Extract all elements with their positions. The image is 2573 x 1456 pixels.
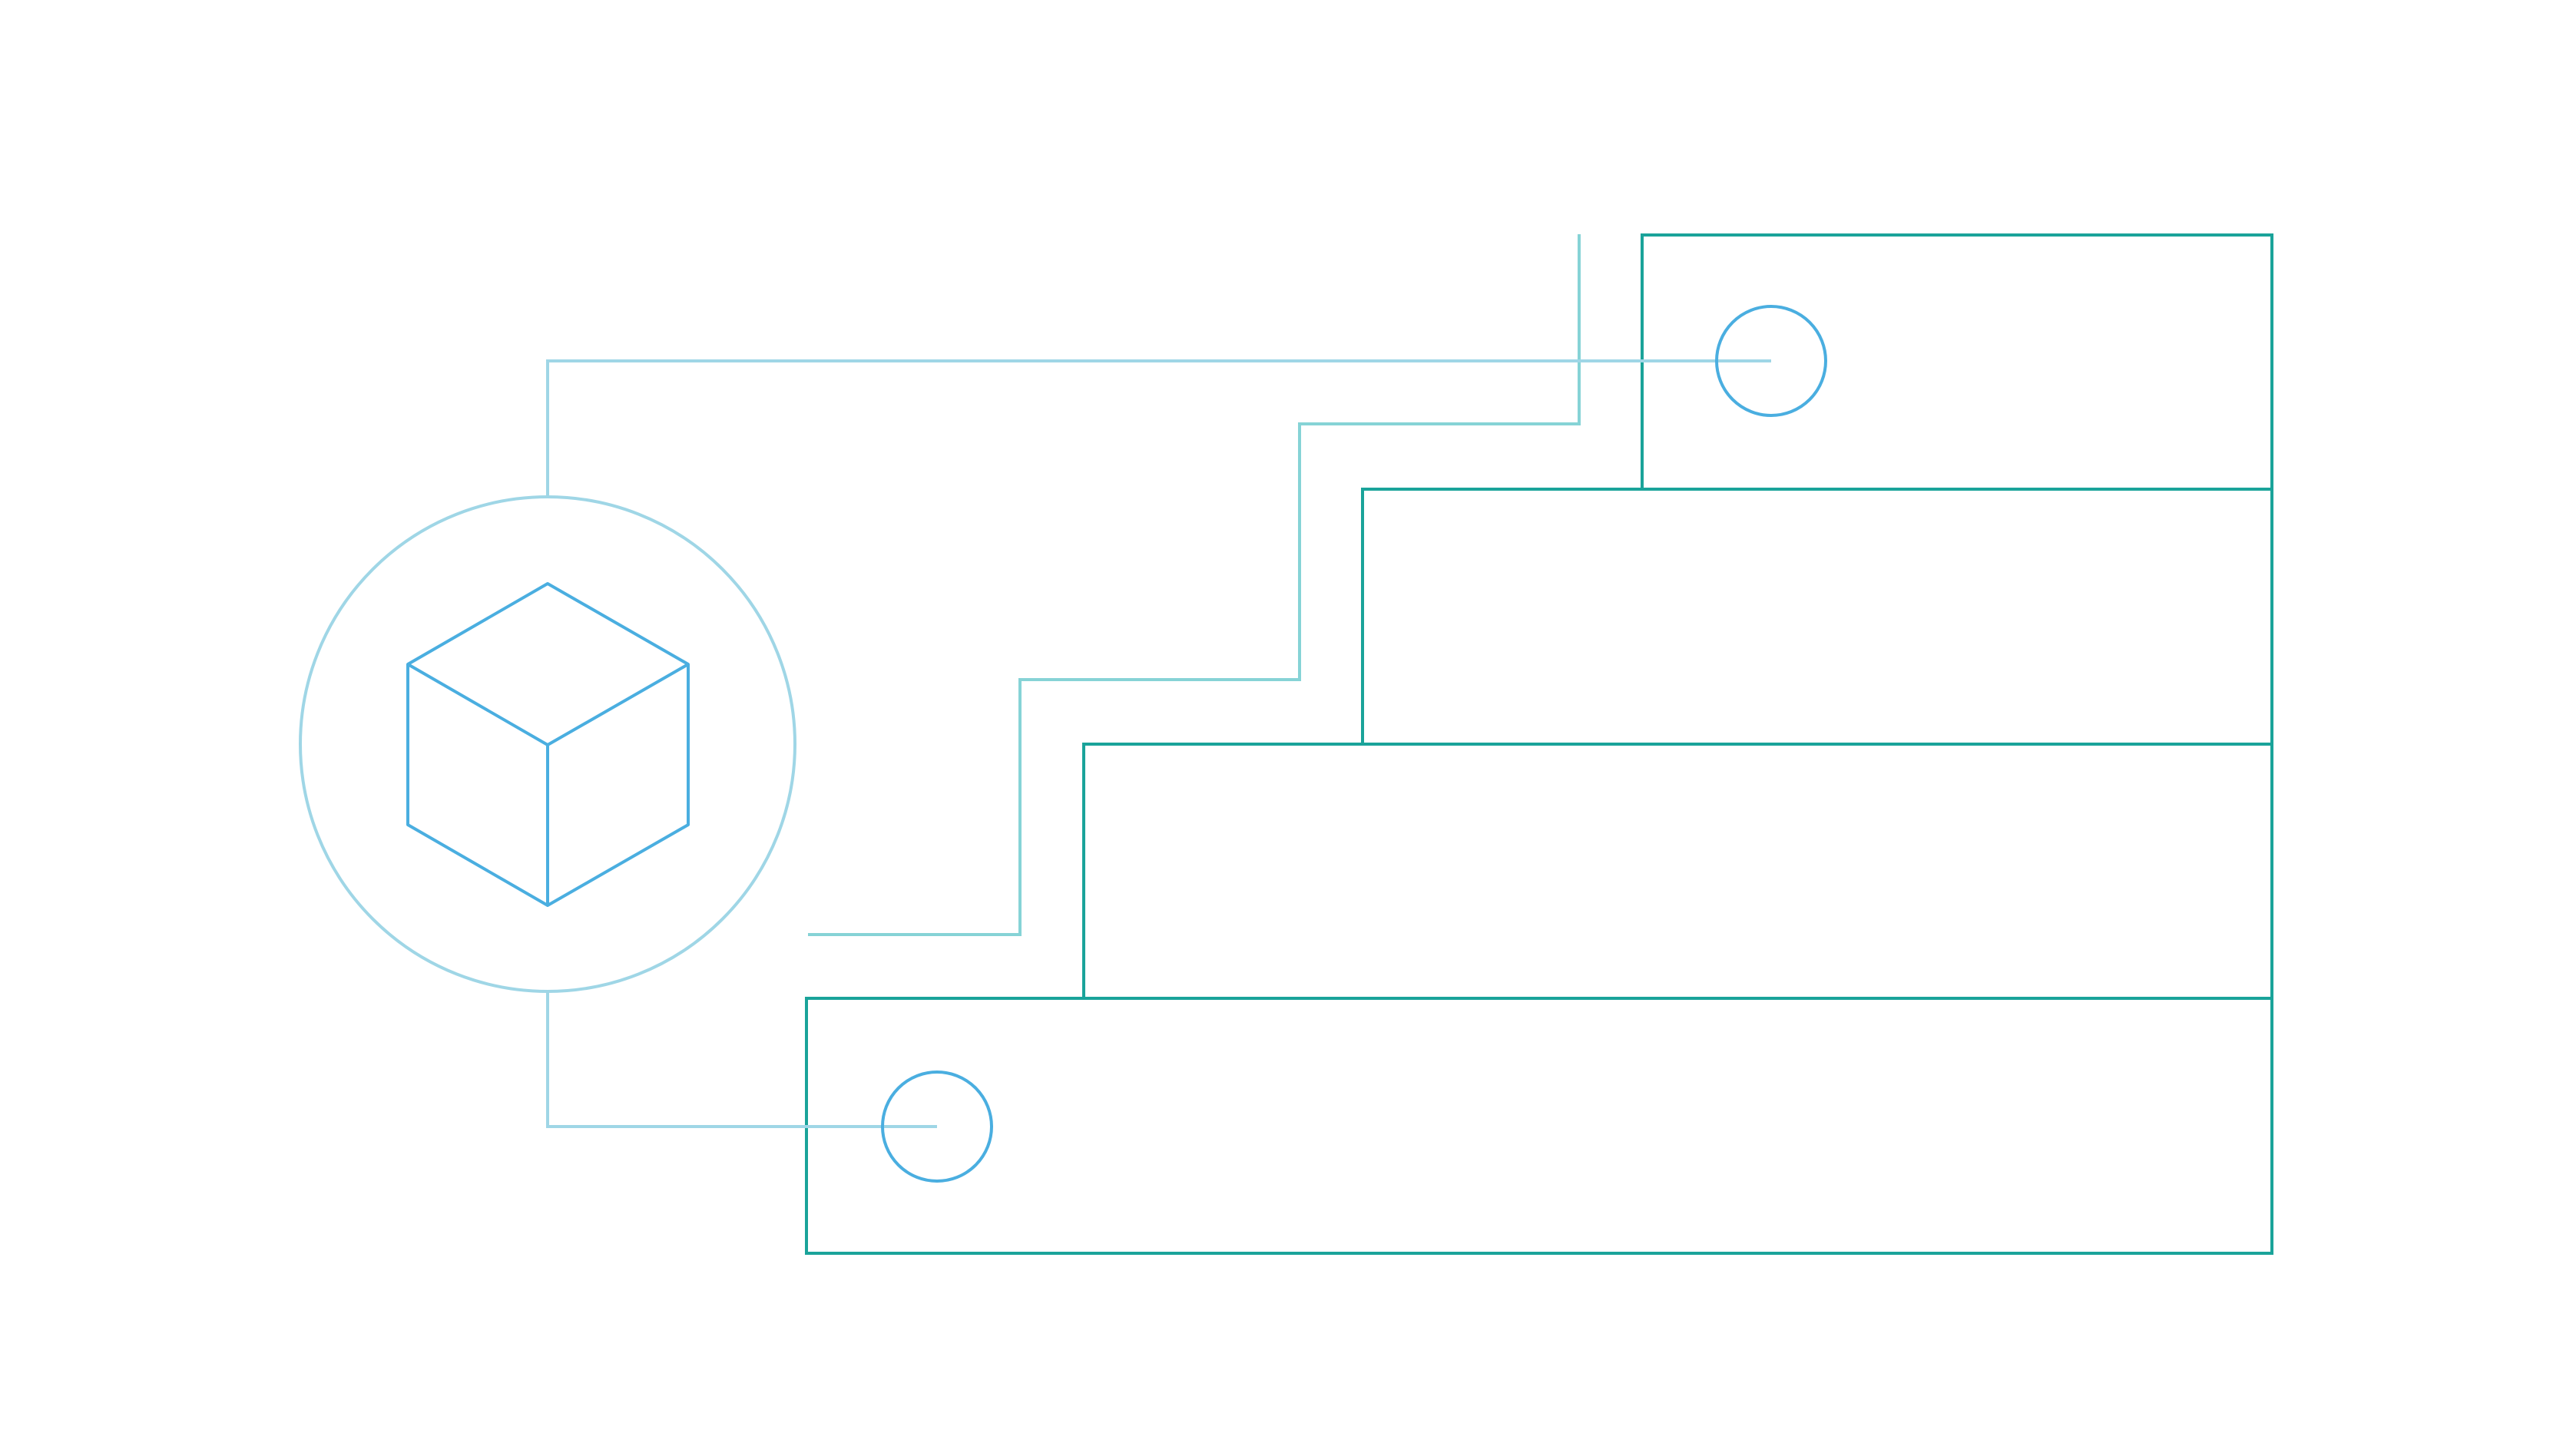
hub-circle <box>299 495 796 993</box>
circle-marker-bottom-icon <box>881 1070 993 1183</box>
cube-icon <box>406 582 690 907</box>
step-box-1 <box>805 997 2273 1255</box>
step-box-2 <box>1082 743 2273 1000</box>
hub-connectors <box>546 359 1771 1128</box>
step-box-3 <box>1361 488 2273 746</box>
hub-connector-top <box>546 359 1771 496</box>
step-boxes <box>805 233 2273 1255</box>
circle-marker-top-icon <box>1715 305 1827 417</box>
hub-connector-bottom <box>546 992 937 1128</box>
stair-connector-line <box>808 234 1581 936</box>
